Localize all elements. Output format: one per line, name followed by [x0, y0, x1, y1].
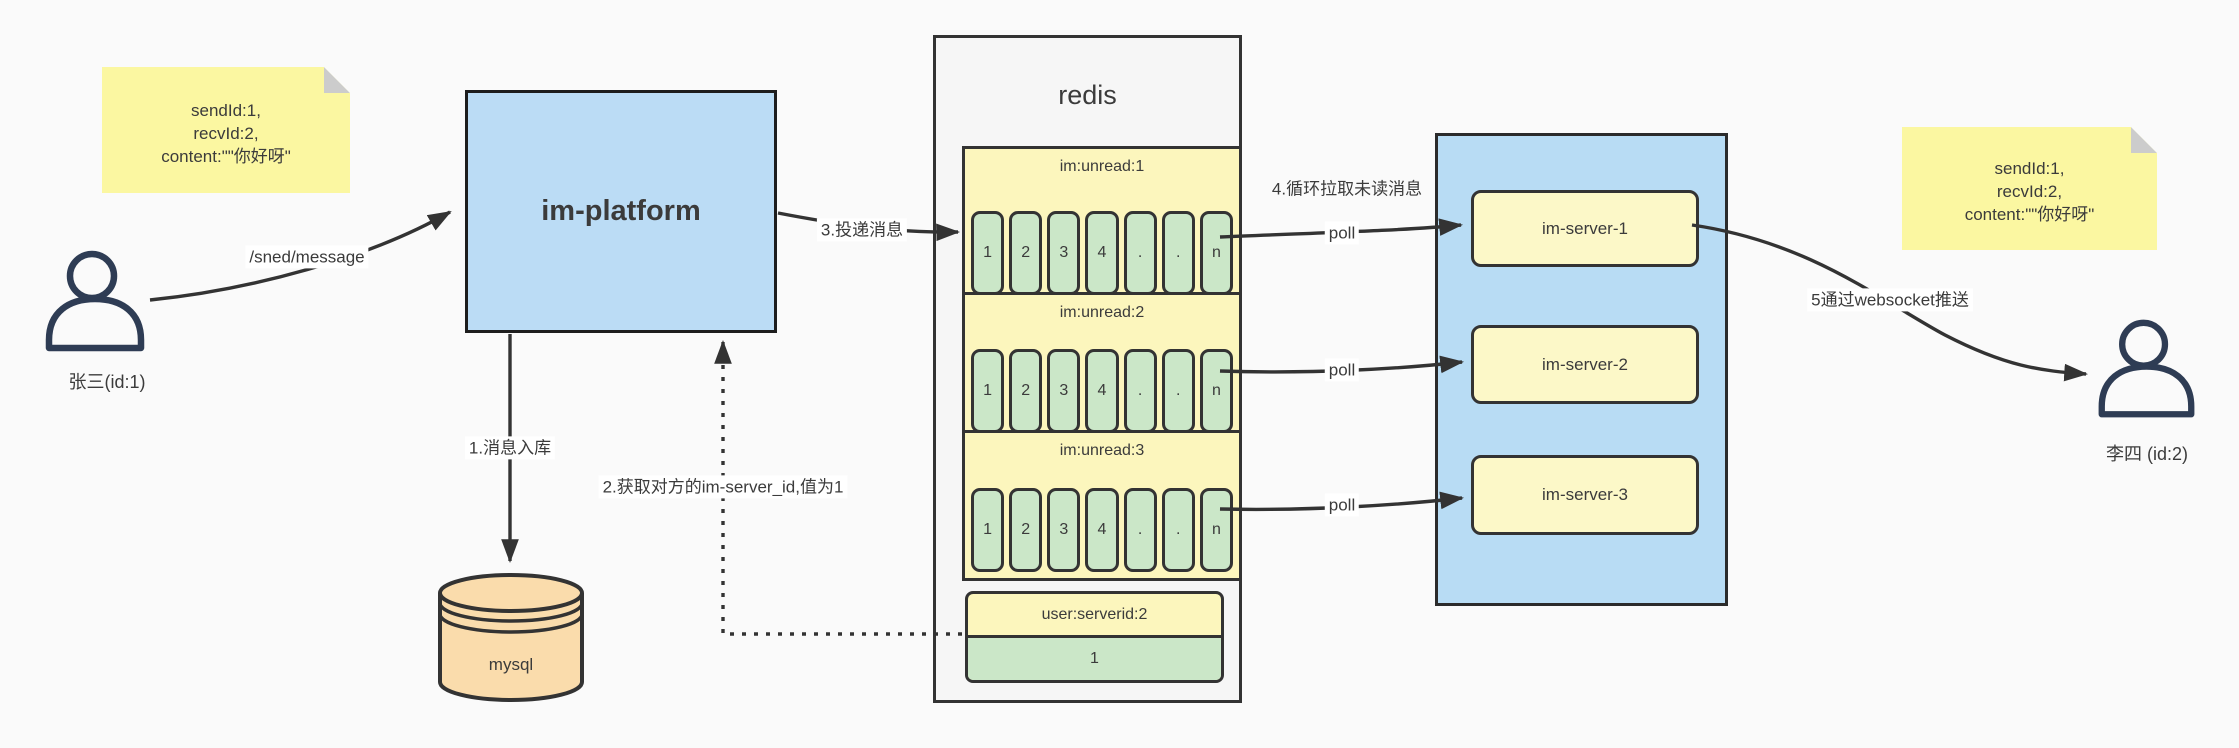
im-platform-box: im-platform: [465, 90, 777, 333]
note-line: recvId:2,: [1996, 182, 2063, 201]
kv-title: user:serverid:2: [968, 594, 1221, 638]
queue-title: im:unread:2: [1059, 304, 1145, 321]
message-note-right: sendId:1, recvId:2, content:""你好呀": [1902, 127, 2157, 250]
queue-cell: .: [1161, 211, 1195, 295]
im-server-1-label: im-server-1: [1542, 218, 1628, 238]
im-server-2-box: im-server-2: [1471, 325, 1699, 404]
database-cylinder-icon: [438, 573, 584, 702]
edge-label-poll-2: poll: [1324, 358, 1360, 382]
queue-cell: n: [1199, 211, 1233, 295]
user-serverid-box: user:serverid:2 1: [965, 591, 1224, 683]
edge-label-send: /sned/message: [245, 245, 369, 269]
queue-cell: .: [1161, 488, 1195, 572]
queue-cell: 1: [971, 349, 1005, 433]
receiver-label: 李四 (id:2): [2105, 444, 2189, 464]
edge-label-step2: 2.获取对方的im-server_id,值为1: [598, 475, 848, 499]
kv-value: 1: [968, 638, 1221, 680]
im-platform-label: im-platform: [541, 195, 701, 227]
edge-label-step1: 1.消息入库: [464, 436, 556, 460]
edge-label-poll-1: poll: [1324, 221, 1360, 245]
im-server-3-box: im-server-3: [1471, 455, 1699, 535]
queue-cell: 2: [1009, 488, 1043, 572]
sender-user-icon: [40, 250, 150, 356]
queue-cell: 3: [1047, 488, 1081, 572]
queue-cell: .: [1123, 488, 1157, 572]
message-note-left: sendId:1, recvId:2, content:""你好呀": [102, 67, 350, 193]
im-server-3-label: im-server-3: [1542, 485, 1628, 504]
queue-cell: .: [1123, 211, 1157, 295]
queue-cell: 4: [1085, 211, 1119, 295]
edge-label-step3: 3.投递消息: [816, 218, 908, 242]
im-server-cluster: im-server-1 im-server-2 im-server-3: [1435, 133, 1728, 606]
im-server-1-box: im-server-1: [1471, 190, 1699, 267]
queue-title: im:unread:1: [1059, 158, 1145, 175]
note-line: sendId:1,: [1994, 159, 2065, 178]
edge-label-poll-3: poll: [1324, 493, 1360, 517]
queue-cell: .: [1161, 349, 1195, 433]
person-icon: [45, 250, 145, 352]
receiver-user-icon: [2093, 318, 2200, 423]
queue-cell: 4: [1085, 349, 1119, 433]
note-line: content:""你好呀": [1964, 205, 2095, 224]
queue-cell: n: [1199, 349, 1233, 433]
queue-cell: n: [1199, 488, 1233, 572]
note-line: content:""你好呀": [161, 147, 291, 166]
redis-title: redis: [1058, 80, 1117, 110]
queue-title: im:unread:3: [1059, 442, 1145, 459]
sender-label: 张三(id:1): [68, 372, 146, 392]
mysql-label: mysql: [488, 655, 534, 674]
edge-label-step5: 5通过websocket推送: [1807, 288, 1973, 312]
person-icon: [2098, 319, 2195, 418]
queue-cell: 3: [1047, 211, 1081, 295]
queue-cell: 1: [971, 488, 1005, 572]
queue-cell: 2: [1009, 211, 1043, 295]
mysql-database: mysql: [435, 570, 587, 707]
edge-label-step4: 4.循环拉取未读消息: [1271, 179, 1423, 199]
note-line: sendId:1,: [191, 101, 261, 120]
queue-cell: 4: [1085, 488, 1119, 572]
queue-cell: .: [1123, 349, 1157, 433]
im-server-2-label: im-server-2: [1542, 354, 1628, 374]
queue-cell: 1: [971, 211, 1005, 295]
queue-cell: 3: [1047, 349, 1081, 433]
queue-cell: 2: [1009, 349, 1043, 433]
note-line: recvId:2,: [193, 124, 259, 143]
